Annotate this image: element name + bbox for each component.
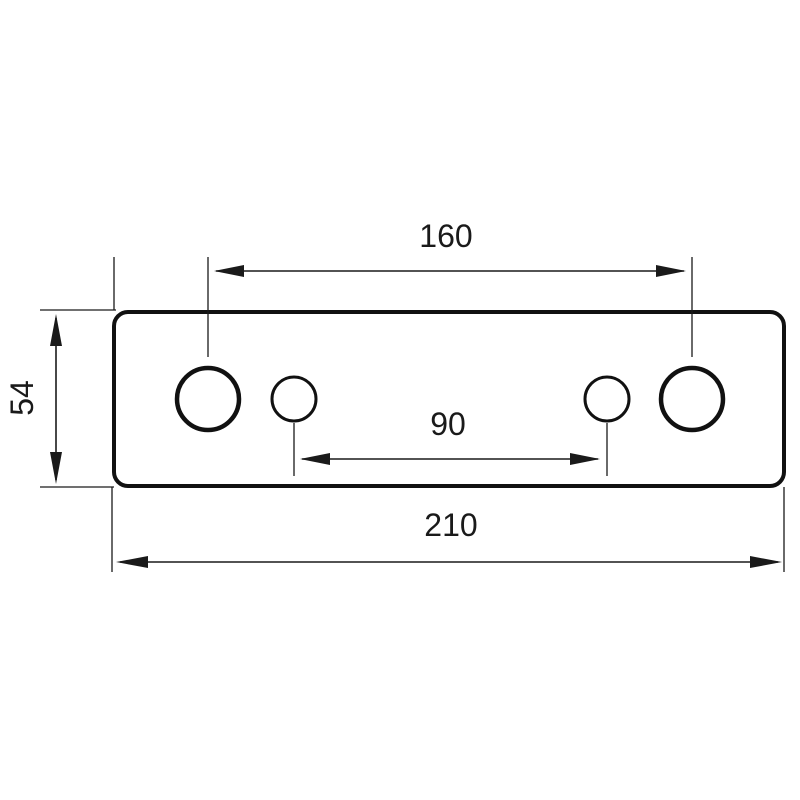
dimension-210: 210 xyxy=(116,507,782,568)
hole-small-left xyxy=(270,375,318,423)
plate-outline xyxy=(112,310,786,488)
arrow-54-bottom xyxy=(50,452,62,484)
arrow-160-left xyxy=(214,265,244,277)
hole-large-right xyxy=(658,365,726,433)
arrow-160-right xyxy=(656,265,686,277)
arrow-90-left xyxy=(300,453,330,465)
dim-label-210: 210 xyxy=(424,507,477,543)
arrow-210-right xyxy=(750,556,782,568)
arrow-90-right xyxy=(570,453,600,465)
dimension-160: 160 xyxy=(214,218,686,277)
arrow-54-top xyxy=(50,314,62,346)
hole-large-left xyxy=(174,365,242,433)
dim-label-160: 160 xyxy=(419,218,472,254)
dim-label-90: 90 xyxy=(430,406,466,442)
dim-label-54: 54 xyxy=(4,380,40,416)
dimension-90: 90 xyxy=(300,406,600,465)
arrow-210-left xyxy=(116,556,148,568)
hole-small-right xyxy=(583,375,631,423)
dimension-54: 54 xyxy=(4,314,62,484)
